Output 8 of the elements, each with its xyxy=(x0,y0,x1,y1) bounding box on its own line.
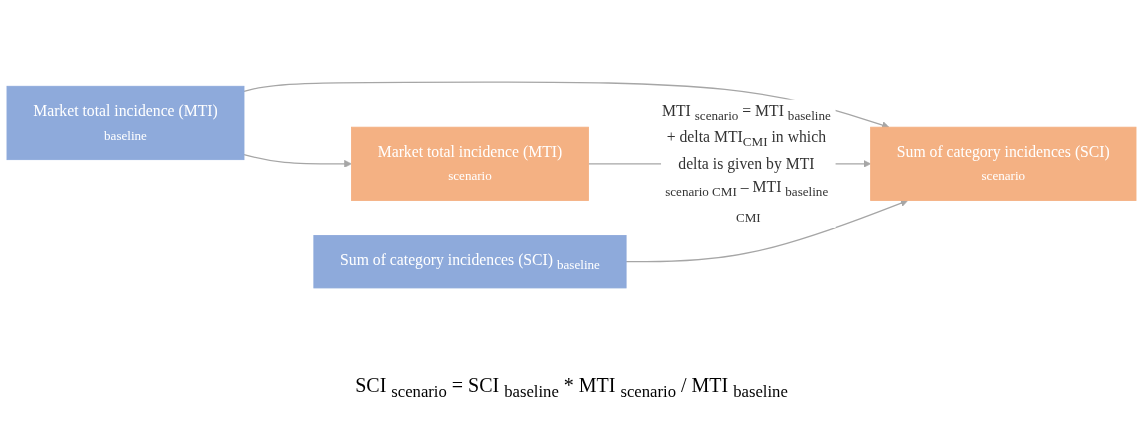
arrow xyxy=(625,199,909,263)
node-box: Sum of category incidences (SCI) scenario xyxy=(870,126,1137,201)
node-box: Sum of category incidences (SCI) $_{baseline}$ xyxy=(313,235,627,289)
formula-note: SCI $_{scenario}$ = SCI $_{baseline}$ * MTI $_{scenario}$ / MTI $_{baseline}$ xyxy=(355,374,788,402)
node-box: Market total incidence (MTI) baseline xyxy=(6,85,245,161)
arrow xyxy=(243,153,352,168)
node-box: Market total incidence (MTI) scenario xyxy=(351,126,589,201)
arrow xyxy=(243,81,890,129)
